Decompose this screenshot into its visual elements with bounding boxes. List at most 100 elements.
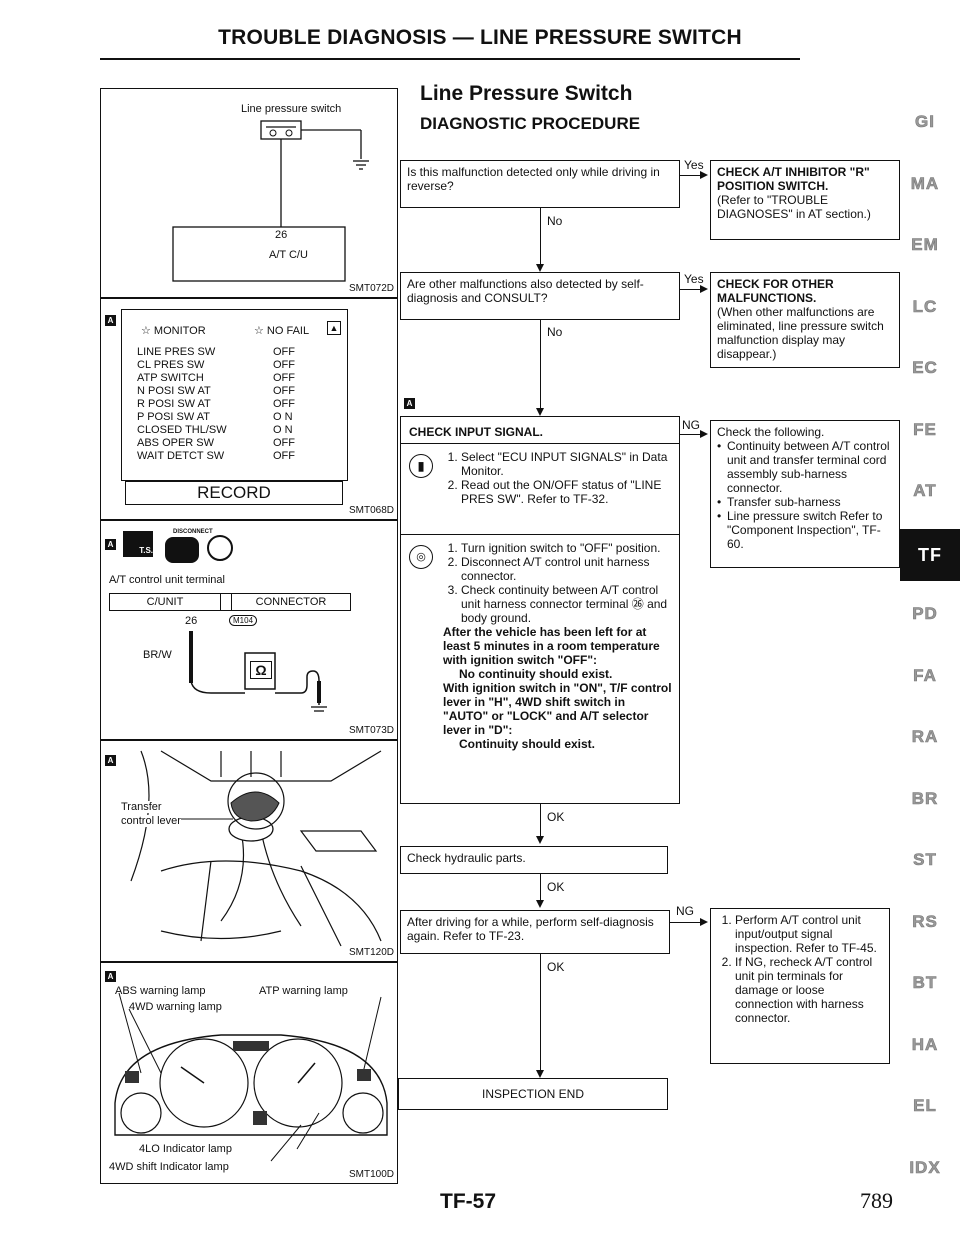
ts-label: T.S. (139, 546, 153, 555)
lever-label-2: control lever (121, 815, 181, 827)
scroll-up-icon: ▲ (327, 321, 341, 335)
ok1-arrow (536, 836, 544, 844)
bold-note-3: With ignition switch in "ON", T/F contro… (443, 681, 672, 737)
list-item: Disconnect A/T control unit harness conn… (461, 555, 673, 583)
cunit-label: C/UNIT (146, 596, 184, 608)
fig1-id: SMT072D (348, 283, 394, 294)
no2-line (540, 320, 542, 412)
bold-note-1: After the vehicle has been left for at l… (443, 625, 660, 667)
connector-label: CONNECTOR (255, 596, 327, 608)
record-button[interactable]: RECORD (125, 481, 343, 505)
page-footer-code: TF-57 (440, 1190, 497, 1213)
steps-b-block: ◎ Turn ignition switch to "OFF" position… (401, 535, 679, 755)
tab-lc[interactable]: LC (912, 296, 938, 316)
question-reverse-box: Is this malfunction detected only while … (400, 160, 680, 208)
fig5-marker: A (105, 971, 116, 982)
fig3-circuit (189, 631, 327, 712)
tab-tf[interactable]: TF (900, 528, 960, 581)
monitor-row-name: N POSI SW AT (137, 385, 211, 397)
fig3-marker: A (105, 539, 116, 550)
bullet-text: Continuity between A/T control unit and … (727, 439, 890, 495)
monitor-row-name: CL PRES SW (137, 359, 205, 371)
tab-ec[interactable]: EC (912, 358, 938, 378)
tab-fe[interactable]: FE (913, 419, 937, 439)
ok3-arrow (536, 1070, 544, 1078)
ok2-arrow (536, 900, 544, 908)
monitor-row-value: OFF (273, 450, 295, 462)
list-item: Read out the ON/OFF status of "LINE PRES… (461, 478, 673, 506)
fig5-id: SMT100D (348, 1169, 394, 1180)
fig4-marker: A (105, 755, 116, 766)
hydraulic-text: Check hydraulic parts. (407, 851, 526, 865)
ng1-check-box: Check the following. •Continuity between… (710, 420, 900, 568)
ng1-arrow (700, 430, 708, 438)
tab-st[interactable]: ST (913, 850, 937, 870)
header-rule (100, 58, 800, 60)
monitor-row-value: OFF (273, 437, 295, 449)
after-driving-box: After driving for a while, perform self-… (400, 910, 670, 954)
bullet-icon: • (717, 495, 722, 509)
ok3-label: OK (547, 960, 565, 974)
no1-label: No (547, 214, 563, 228)
tab-at[interactable]: AT (913, 481, 937, 501)
tab-fa[interactable]: FA (913, 665, 937, 685)
inspection-end-box: INSPECTION END (398, 1078, 668, 1110)
bullet-text: Transfer sub-harness (727, 495, 841, 509)
list-item: • Transfer sub-harness (717, 495, 893, 509)
list-item: If NG, recheck A/T control unit pin term… (735, 955, 883, 1025)
ng2-line (670, 922, 700, 924)
no1-line (540, 208, 542, 268)
fig1-unit: A/T C/U (269, 249, 308, 261)
tab-pd[interactable]: PD (912, 604, 938, 624)
ignition-off-step-icon: ◎ (409, 545, 433, 569)
figure-terminal-check: A T.S. DISCONNECT A/T control unit termi… (100, 520, 398, 740)
section-subtitle: DIAGNOSTIC PROCEDURE (420, 114, 641, 133)
monitor-row-name: R POSI SW AT (137, 398, 211, 410)
tab-em[interactable]: EM (911, 235, 939, 255)
check-input-title: CHECK INPUT SIGNAL. (409, 425, 544, 439)
monitor-row-name: ABS OPER SW (137, 437, 215, 449)
fig2-marker: A (105, 315, 116, 326)
page-header: TROUBLE DIAGNOSIS — LINE PRESSURE SWITCH (218, 26, 742, 49)
tab-ha[interactable]: HA (911, 1034, 939, 1054)
monitor-row-value: OFF (273, 398, 295, 410)
inspection-end-text: INSPECTION END (481, 1087, 584, 1101)
monitor-row-value: OFF (273, 346, 295, 358)
tab-ma[interactable]: MA (910, 173, 940, 193)
tab-idx[interactable]: IDX (909, 1157, 941, 1177)
tab-rs[interactable]: RS (912, 911, 938, 931)
check-input-rule-top (401, 443, 679, 444)
section-title: Line Pressure Switch (420, 82, 633, 105)
list-item: Select "ECU INPUT SIGNALS" in Data Monit… (461, 450, 673, 478)
ng2-label: NG (676, 904, 694, 918)
ok2-line (540, 874, 542, 904)
ok2-label: OK (547, 880, 565, 894)
list-item: •Continuity between A/T control unit and… (717, 439, 893, 495)
tab-ra[interactable]: RA (911, 727, 939, 747)
fig1-terminal: 26 (275, 229, 288, 241)
ng2-list: Perform A/T control unit input/output si… (717, 913, 883, 1025)
ng2-box: Perform A/T control unit input/output si… (710, 908, 890, 1064)
tab-el[interactable]: EL (913, 1096, 937, 1116)
ohm-meter-symbol: Ω (250, 661, 272, 679)
steps-b-list: Turn ignition switch to "OFF" position.D… (443, 541, 673, 625)
ng1-list: • Continuity between A/T control unit and… (717, 439, 893, 551)
monitor-row-value: OFF (273, 372, 295, 384)
list-item: Check continuity between A/T control uni… (461, 583, 673, 625)
disconnect-label: DISCONNECT (173, 529, 213, 535)
result-other-title: CHECK FOR OTHER MALFUNCTIONS. (717, 277, 834, 305)
bullet-text: Line pressure switch Refer to "Component… (727, 509, 883, 551)
abs-lamp-label: ABS warning lamp (115, 985, 206, 997)
no2-label: No (547, 325, 563, 339)
tab-br[interactable]: BR (911, 788, 939, 808)
console-drawing (130, 750, 382, 947)
tab-gi[interactable]: GI (915, 112, 935, 132)
monitor-row-value: OFF (273, 359, 295, 371)
nofail-label: ☆ NO FAIL (254, 325, 310, 337)
monitor-row-name: WAIT DETCT SW (137, 450, 225, 462)
yes2-label: Yes (684, 272, 704, 286)
cunit-connector-box: C/UNIT CONNECTOR (109, 593, 351, 611)
tab-bt[interactable]: BT (912, 973, 938, 993)
lever-label-1: Transfer (121, 801, 162, 813)
figure-transfer-lever: A Transfer control lever SMT120D (100, 740, 398, 962)
